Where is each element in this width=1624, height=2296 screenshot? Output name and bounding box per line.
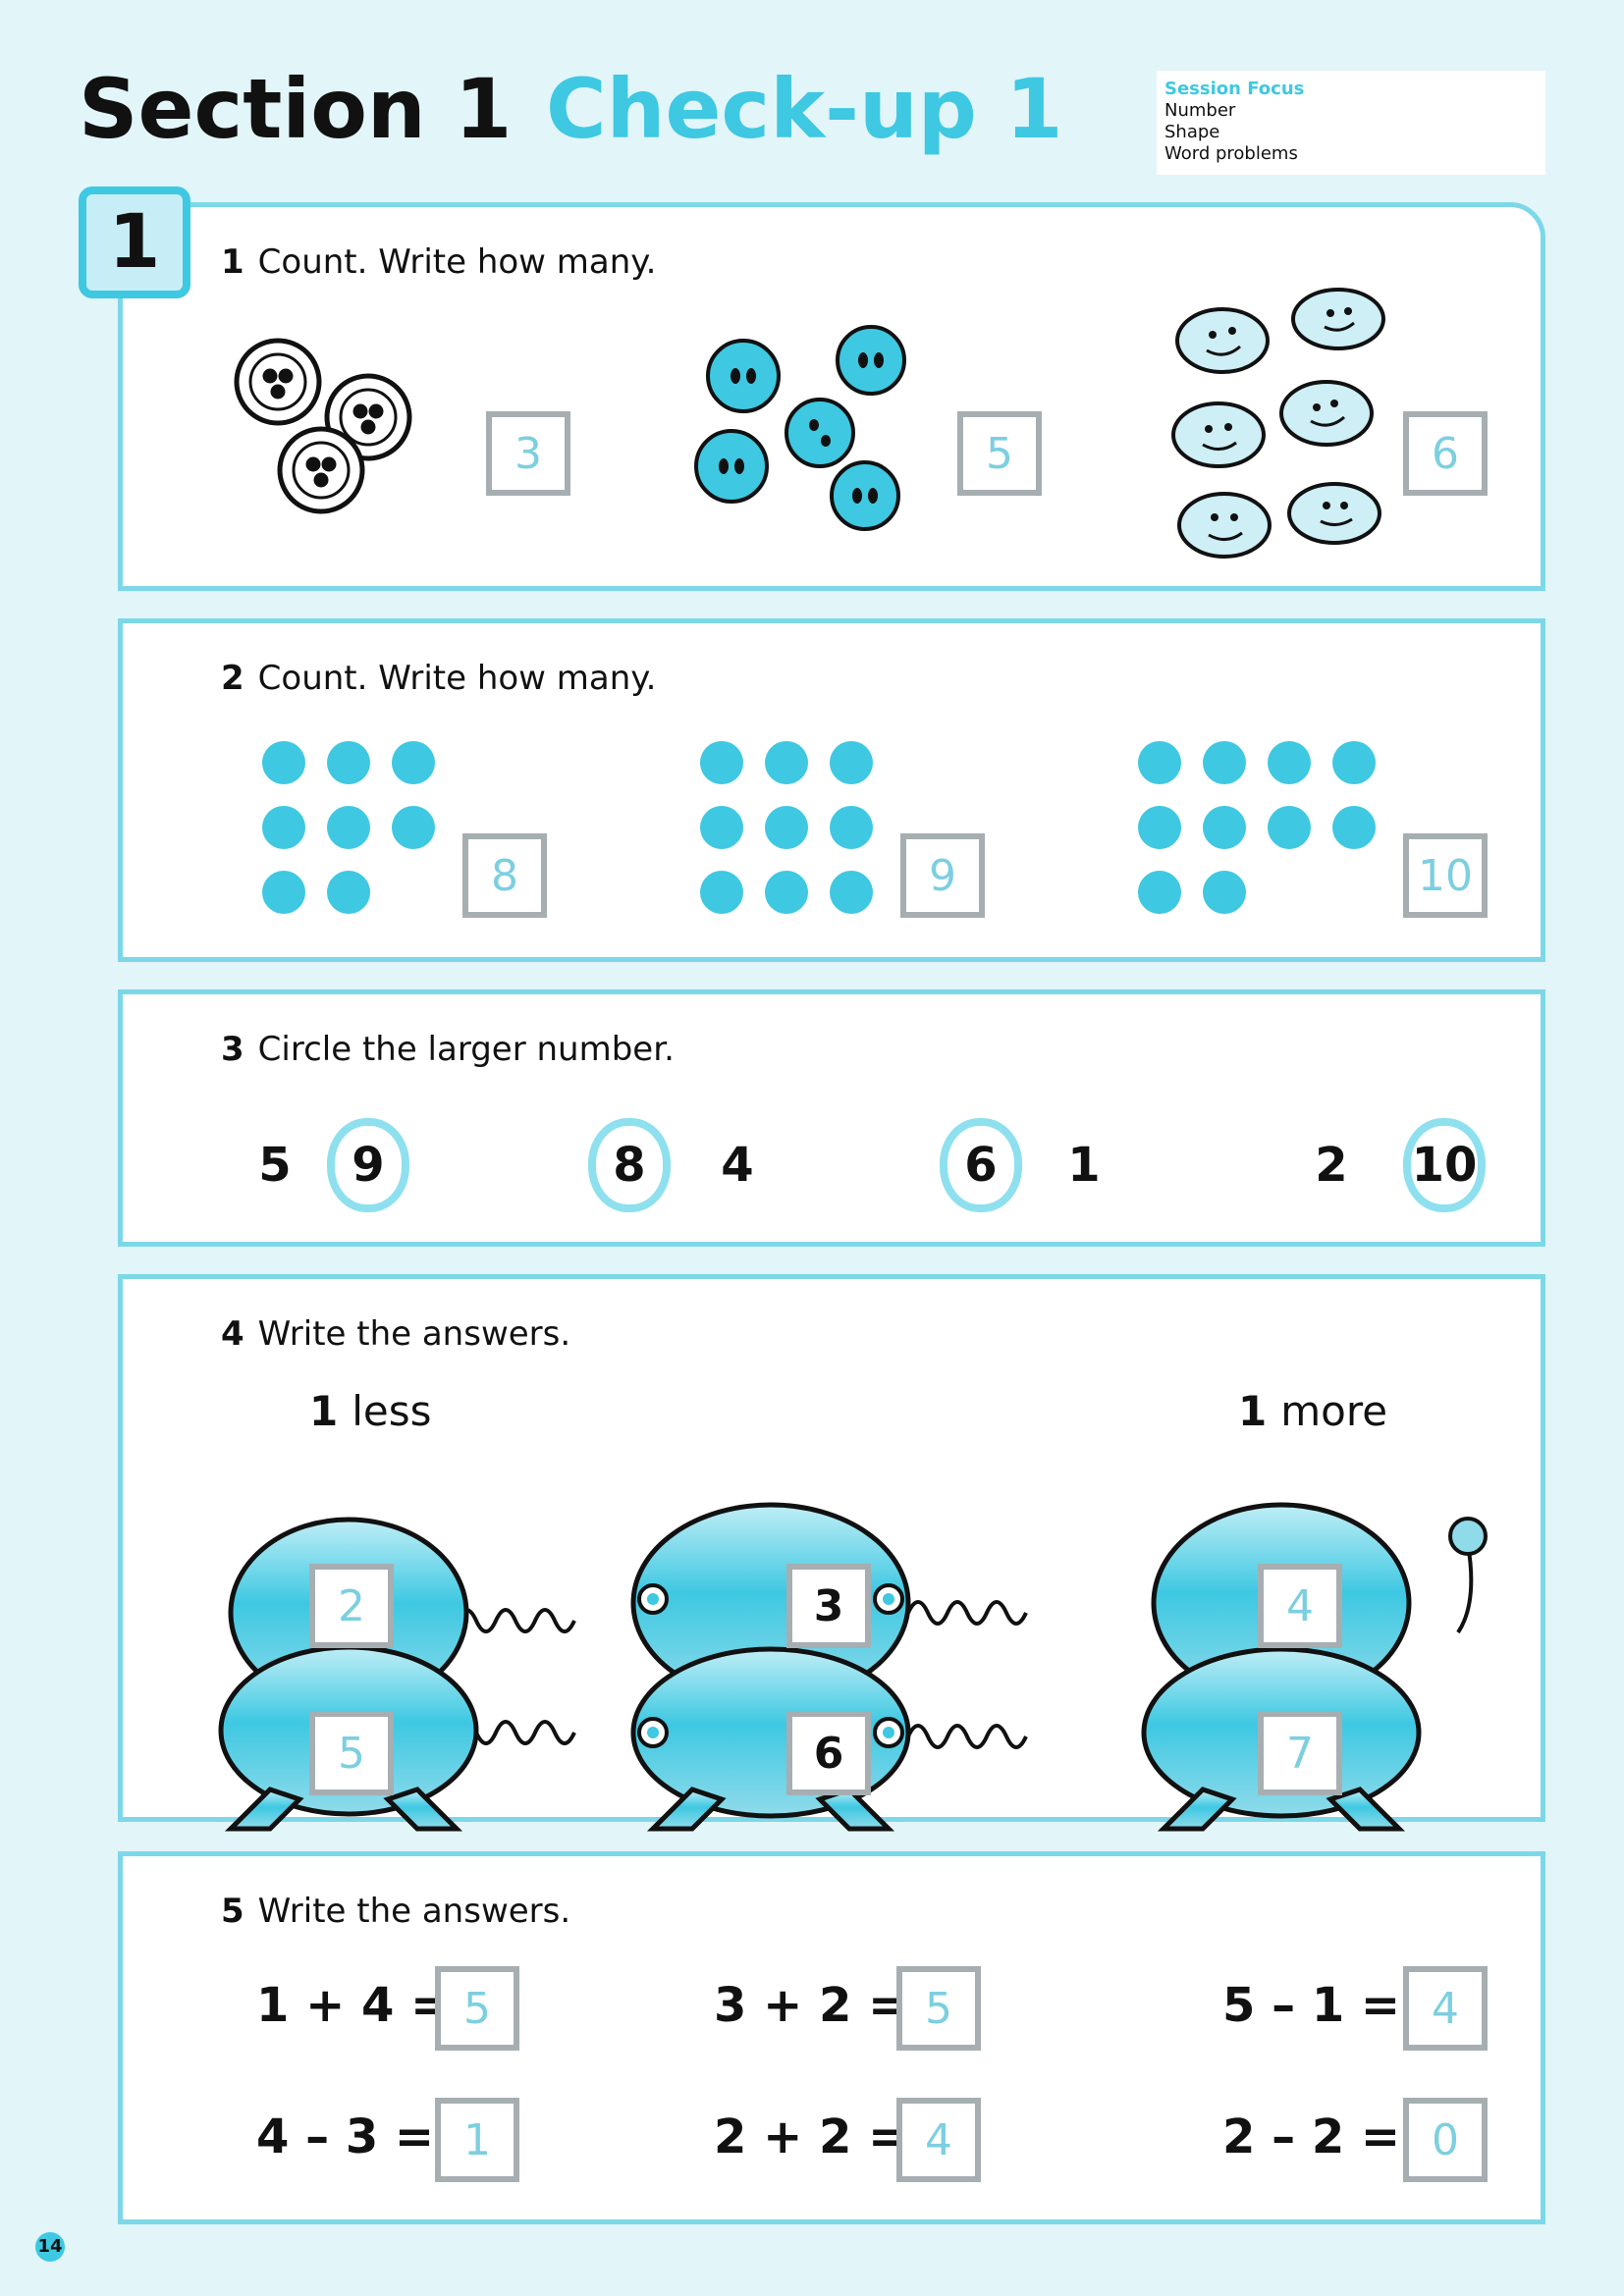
dot — [1268, 741, 1311, 784]
question-number: 3 — [221, 1030, 244, 1069]
question-number: 5 — [221, 1892, 244, 1931]
dot — [830, 871, 873, 914]
dot — [262, 741, 305, 784]
dot — [327, 871, 370, 914]
answer-box[interactable]: 6 — [1403, 411, 1488, 496]
section-title: Section 1 — [79, 61, 513, 157]
number-option[interactable]: 8 — [613, 1138, 646, 1193]
given-number-box: 6 — [786, 1711, 871, 1795]
dot — [765, 741, 808, 784]
dot — [1332, 806, 1376, 849]
one-less-answer-box[interactable]: 2 — [309, 1564, 394, 1648]
answer-circle — [588, 1118, 671, 1212]
dot — [1138, 741, 1181, 784]
buttons-group-2-illustration — [694, 325, 906, 531]
answer-box[interactable]: 4 — [1403, 1966, 1488, 2051]
buttons-group-1-illustration — [234, 338, 412, 514]
session-focus-box: Session Focus Number Shape Word problems — [1157, 71, 1545, 175]
number-option[interactable]: 6 — [964, 1138, 998, 1193]
dot — [392, 741, 435, 784]
dot — [262, 871, 305, 914]
equation: 1 + 4 = — [256, 1978, 451, 2033]
dot — [392, 806, 435, 849]
answer-circle — [1403, 1118, 1486, 1212]
session-focus-item: Word problems — [1164, 143, 1298, 164]
dot — [1332, 741, 1376, 784]
page-number: 14 — [35, 2232, 65, 2262]
dot — [830, 806, 873, 849]
number-option[interactable]: 9 — [352, 1138, 385, 1193]
equation: 5 – 1 = — [1222, 1978, 1401, 2033]
number-option[interactable]: 1 — [1067, 1138, 1101, 1193]
question-number: 1 — [221, 242, 244, 282]
session-focus-item: Shape — [1164, 122, 1220, 142]
dot — [327, 741, 370, 784]
equation: 2 – 2 = — [1222, 2109, 1401, 2164]
one-less-answer-box[interactable]: 5 — [309, 1711, 394, 1795]
session-focus-heading: Session Focus — [1164, 79, 1305, 99]
number-option[interactable]: 2 — [1315, 1138, 1348, 1193]
answer-box[interactable]: 5 — [435, 1966, 519, 2051]
answer-box[interactable]: 10 — [1403, 833, 1488, 918]
checkup-title: Check-up 1 — [546, 61, 1063, 157]
dot — [700, 871, 743, 914]
answer-box[interactable]: 8 — [462, 833, 547, 918]
number-option[interactable]: 4 — [721, 1138, 754, 1193]
dot — [700, 806, 743, 849]
dot — [700, 741, 743, 784]
question-number: 4 — [221, 1314, 244, 1354]
equation: 2 + 2 = — [714, 2109, 908, 2164]
number-option[interactable]: 5 — [258, 1138, 292, 1193]
dot — [1268, 806, 1311, 849]
equation: 4 – 3 = — [256, 2109, 435, 2164]
answer-box[interactable]: 5 — [957, 411, 1042, 496]
answer-circle — [940, 1118, 1022, 1212]
dot — [830, 741, 873, 784]
session-focus-item: Number — [1164, 100, 1236, 121]
answer-box[interactable]: 4 — [896, 2098, 981, 2182]
answer-box[interactable]: 9 — [900, 833, 985, 918]
one-more-answer-box[interactable]: 4 — [1258, 1564, 1342, 1648]
number-option[interactable]: 10 — [1411, 1138, 1478, 1193]
answer-box[interactable]: 3 — [486, 411, 570, 496]
dot — [1203, 871, 1246, 914]
answer-circle — [327, 1118, 409, 1212]
equation: 3 + 2 = — [714, 1978, 908, 2033]
buttons-group-3-illustration — [1171, 288, 1385, 559]
dot — [327, 806, 370, 849]
dot — [1203, 741, 1246, 784]
dot — [1203, 806, 1246, 849]
question-number: 2 — [221, 659, 244, 698]
given-number-box: 3 — [786, 1564, 871, 1648]
section-badge: 1 — [79, 187, 190, 298]
dot — [1138, 806, 1181, 849]
answer-box[interactable]: 1 — [435, 2098, 519, 2182]
one-more-answer-box[interactable]: 7 — [1258, 1711, 1342, 1795]
answer-box[interactable]: 0 — [1403, 2098, 1488, 2182]
dot — [765, 806, 808, 849]
dot — [1138, 871, 1181, 914]
dot — [765, 871, 808, 914]
answer-box[interactable]: 5 — [896, 1966, 981, 2051]
dot — [262, 806, 305, 849]
